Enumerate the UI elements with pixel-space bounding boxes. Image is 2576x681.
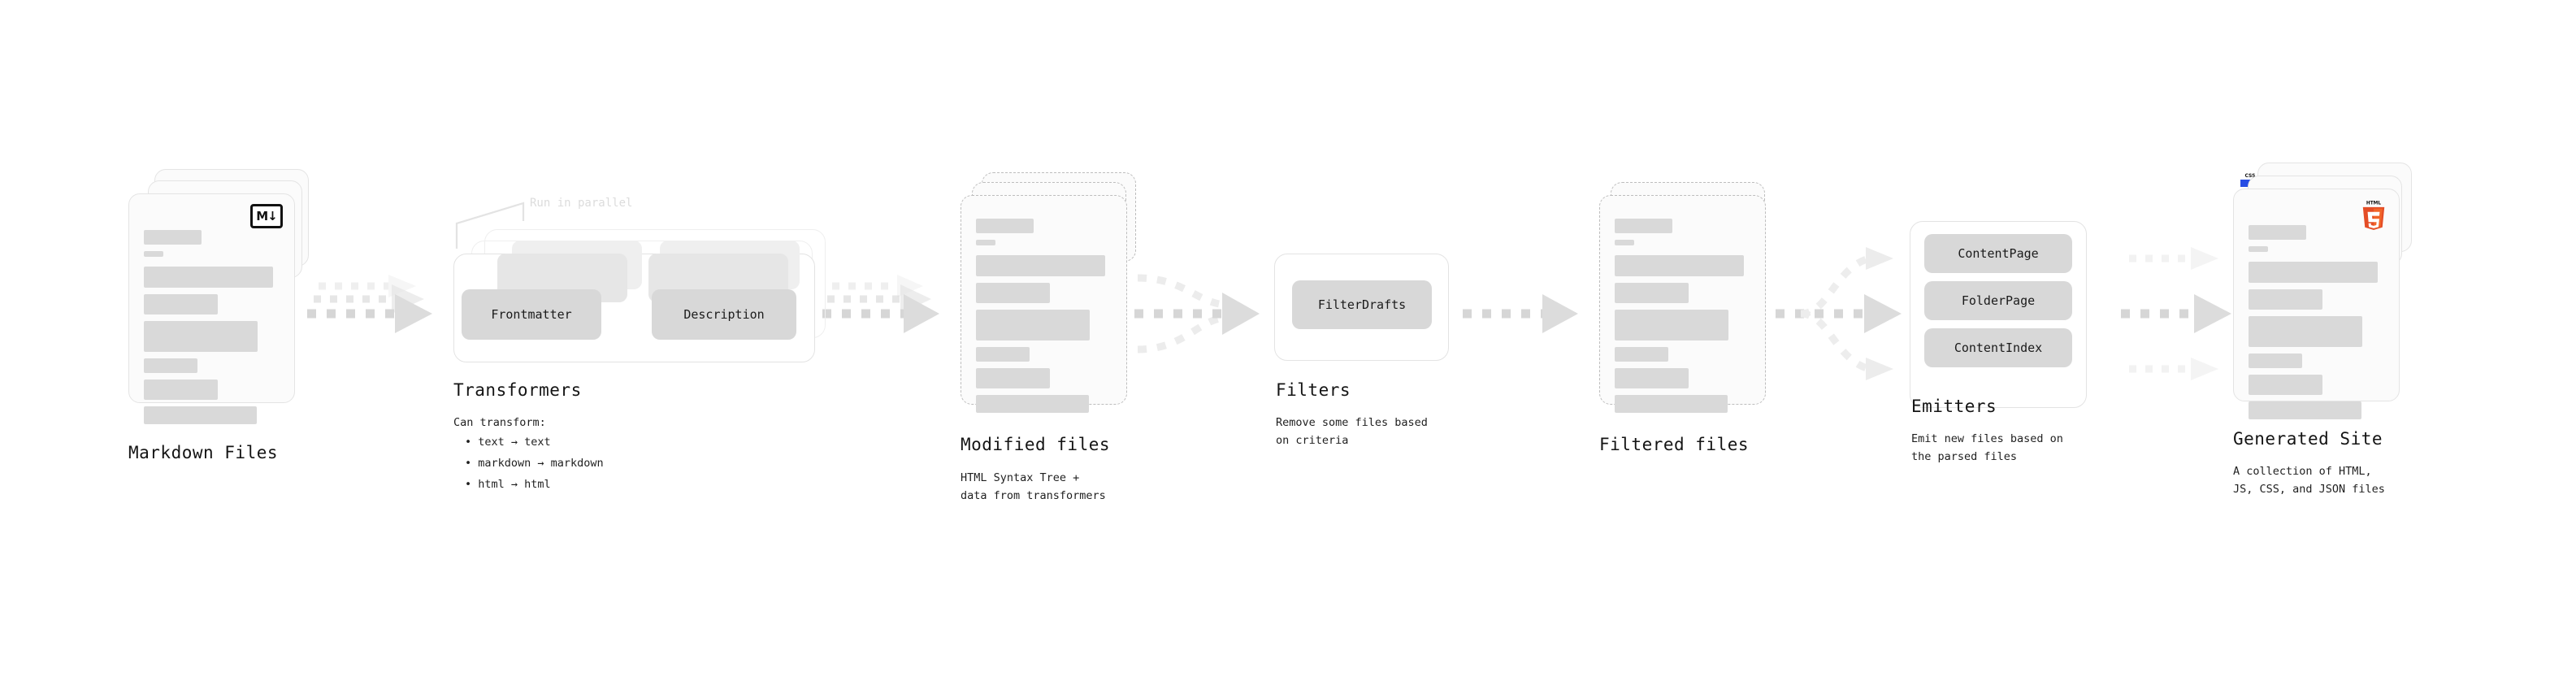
transformers-heading: Transformers (453, 380, 582, 400)
filtered-card-bars (1615, 219, 1752, 413)
markdown-card-front: M↓ (128, 193, 295, 424)
modified-card-bars (976, 219, 1113, 413)
generated-card-bars (2249, 225, 2386, 419)
generated-card-front: HTML (2233, 189, 2400, 419)
svg-text:HTML: HTML (2366, 202, 2381, 206)
modified-files-description: HTML Syntax Tree + data from transformer… (961, 471, 1106, 502)
arrow-transformers-to-modified (822, 275, 939, 333)
transformers-description: Can transform: (453, 416, 546, 429)
generated-site-description: A collection of HTML, JS, CSS, and JSON … (2233, 465, 2385, 496)
arrow-modified-to-filters (1134, 274, 1260, 354)
transformer-chip-description[interactable]: Description (652, 289, 796, 340)
arrow-filters-to-filtered (1463, 294, 1578, 333)
filters-description: Remove some files based on criteria (1276, 416, 1428, 447)
markdown-files-heading: Markdown Files (128, 443, 279, 462)
transformers-bullet-0: • text → text (465, 436, 551, 449)
arrow-markdown-to-transformers (307, 275, 432, 333)
markdown-icon: M↓ (250, 204, 283, 228)
markdown-card-bars (144, 230, 281, 424)
emitter-chip-folderpage[interactable]: FolderPage (1924, 281, 2072, 320)
filter-chip-filterdrafts[interactable]: FilterDrafts (1292, 280, 1432, 329)
filtered-card-front (1599, 195, 1766, 413)
arrow-filtered-to-emitters (1776, 247, 1902, 380)
transformers-bullet-1: • markdown → markdown (465, 457, 604, 470)
modified-card-front (961, 195, 1127, 413)
emitters-description: Emit new files based on the parsed files (1911, 432, 2063, 463)
emitters-heading: Emitters (1911, 397, 1997, 416)
run-in-parallel-note: Run in parallel (530, 197, 633, 210)
arrow-emitters-to-site (2121, 247, 2231, 380)
emitter-chip-contentindex[interactable]: ContentIndex (1924, 328, 2072, 367)
transformers-bullet-2: • html → html (465, 478, 551, 491)
generated-site-heading: Generated Site (2233, 429, 2383, 449)
transformer-chip-frontmatter[interactable]: Frontmatter (462, 289, 601, 340)
modified-files-heading: Modified files (961, 435, 1111, 454)
filters-heading: Filters (1276, 380, 1351, 400)
filtered-files-heading: Filtered files (1599, 435, 1750, 454)
html5-icon: HTML (2360, 199, 2387, 230)
emitter-chip-contentpage[interactable]: ContentPage (1924, 234, 2072, 273)
